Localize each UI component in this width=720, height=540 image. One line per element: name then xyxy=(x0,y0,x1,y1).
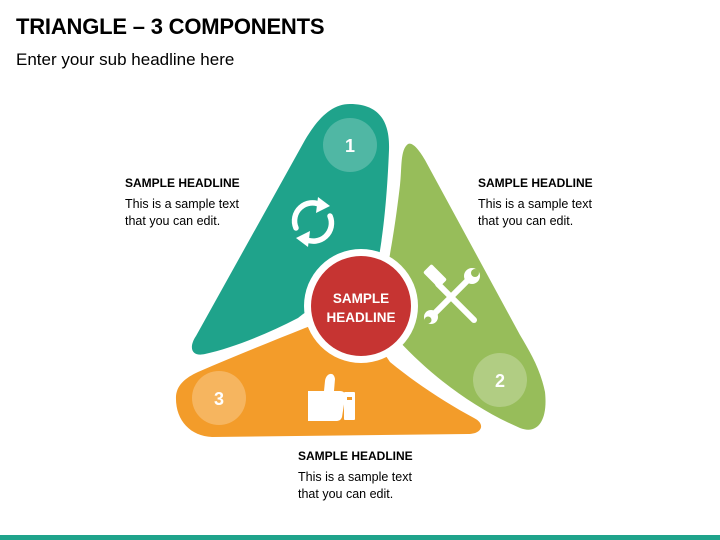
callout-1-text: This is a sample text that you can edit. xyxy=(125,197,239,228)
number-2-label: 2 xyxy=(495,371,505,391)
callout-1-headline: SAMPLE HEADLINE xyxy=(125,176,240,190)
callout-2-headline: SAMPLE HEADLINE xyxy=(478,176,593,190)
callout-3-headline: SAMPLE HEADLINE xyxy=(298,449,413,463)
callout-3: SAMPLE HEADLINE This is a sample text th… xyxy=(298,448,413,503)
refresh-arrows-icon xyxy=(291,197,335,247)
callout-2: SAMPLE HEADLINE This is a sample text th… xyxy=(478,175,593,230)
number-circle-2 xyxy=(473,353,527,407)
center-headline-line1: SAMPLE xyxy=(333,291,389,306)
hammer-wrench-icon xyxy=(423,264,480,324)
center-circle[interactable] xyxy=(311,256,411,356)
slide-subtitle: Enter your sub headline here xyxy=(16,50,235,69)
number-1-label: 1 xyxy=(345,136,355,156)
callout-2-text: This is a sample text that you can edit. xyxy=(478,197,592,228)
number-circle-1 xyxy=(323,118,377,172)
center-headline-line2: HEADLINE xyxy=(326,310,395,325)
thumbs-up-icon xyxy=(308,373,355,421)
bottom-accent-bar xyxy=(0,535,720,540)
callout-1: SAMPLE HEADLINE This is a sample text th… xyxy=(125,175,240,230)
number-3-label: 3 xyxy=(214,389,224,409)
callout-3-text: This is a sample text that you can edit. xyxy=(298,470,412,501)
number-circle-3 xyxy=(192,371,246,425)
segment-1-shape[interactable] xyxy=(191,104,390,355)
slide-title: TRIANGLE – 3 COMPONENTS xyxy=(16,14,325,39)
